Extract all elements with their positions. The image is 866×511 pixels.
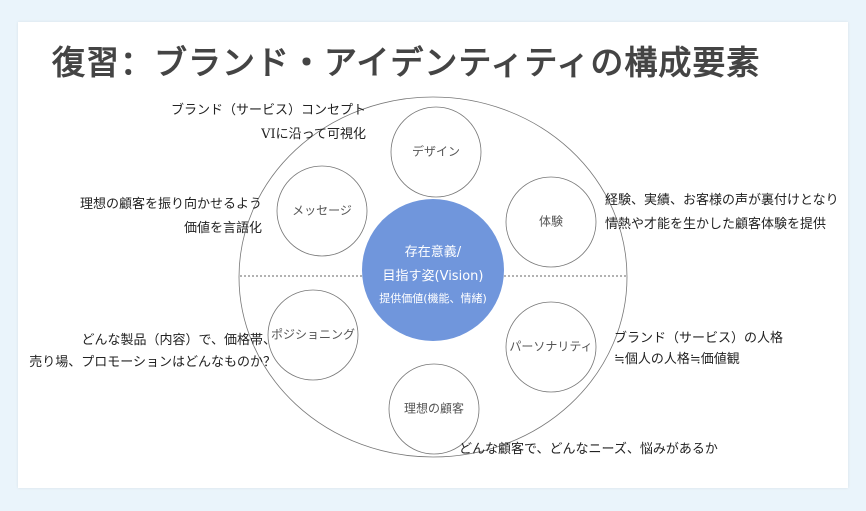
note-line: 売り場、プロモーションはどんなものか？ — [29, 355, 276, 370]
note-experience: 経験、実績、お客様の声が裏付けとなり 情熱や才能を生かした顧客体験を提供 — [605, 189, 839, 237]
note-line: ブランド（サービス）の人格 — [614, 331, 784, 346]
note-line: どんな製品（内容）で、価格帯、 — [81, 333, 276, 348]
note-line: 価値を言語化 — [183, 221, 262, 236]
note-personality: ブランド（サービス）の人格 ≒個人の人格≒価値観 — [614, 328, 783, 370]
label-experience: 体験 — [538, 214, 564, 229]
label-message: メッセージ — [292, 203, 352, 218]
circle-customer — [388, 363, 480, 455]
circle-personality — [505, 301, 597, 393]
circle-message — [276, 165, 368, 257]
outer-circle — [238, 96, 628, 458]
core-line-3: 提供価値(機能、情緒) — [379, 292, 487, 305]
note-design: ブランド（サービス）コンセプト VIに沿って可視化 — [171, 99, 366, 147]
note-line: 情熱や才能を生かした顧客体験を提供 — [605, 217, 827, 232]
note-line: 経験、実績、お客様の声が裏付けとなり — [605, 193, 839, 208]
note-line: ≒個人の人格≒価値観 — [614, 352, 740, 367]
note-positioning: どんな製品（内容）で、価格帯、 売り場、プロモーションはどんなものか？ — [29, 330, 276, 374]
core-line-1: 存在意義/ — [404, 245, 462, 260]
circle-positioning — [267, 289, 359, 381]
note-line: ブランド（サービス）コンセプト — [170, 103, 366, 118]
label-personality: パーソナリティ — [509, 339, 593, 354]
note-line: VIに沿って可視化 — [261, 127, 366, 142]
note-line: 理想の顧客を振り向かせるよう — [79, 197, 262, 212]
circle-design — [390, 106, 482, 198]
note-message: 理想の顧客を振り向かせるよう 価値を言語化 — [80, 193, 262, 241]
slide-title: 復習：ブランド・アイデンティティの構成要素 — [52, 43, 761, 82]
core-circle: 存在意義/ 目指す姿(Vision) 提供価値(機能、情緒) — [362, 199, 504, 341]
circle-experience — [505, 176, 597, 268]
note-line: どんな顧客で、どんなニーズ、悩みがあるか — [459, 442, 718, 457]
label-design: デザイン — [411, 144, 461, 159]
label-customer: 理想の顧客 — [403, 401, 465, 416]
label-positioning: ポジショニング — [270, 327, 356, 342]
core-line-2: 目指す姿(Vision) — [382, 269, 484, 284]
note-customer: どんな顧客で、どんなニーズ、悩みがあるか — [459, 438, 718, 462]
